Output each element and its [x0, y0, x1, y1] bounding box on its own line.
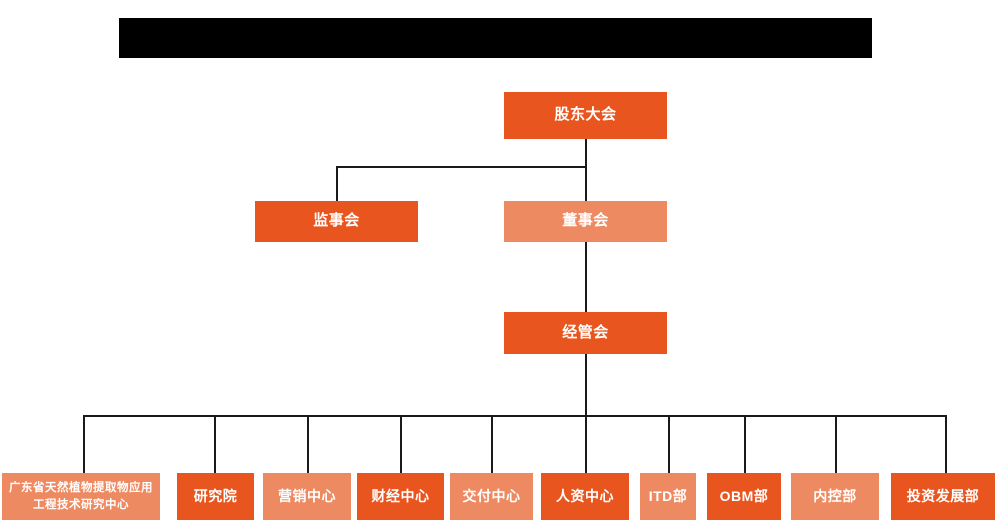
node-board-of-directors[interactable]: 董事会: [504, 201, 667, 242]
node-dept-investment-development[interactable]: 投资发展部: [891, 473, 995, 520]
connector-drop-1: [83, 415, 85, 473]
connector-drop-5: [491, 415, 493, 473]
connector-shareholders-down: [585, 139, 587, 167]
connector-directors-drop: [585, 166, 587, 201]
connector-level2-bus: [336, 166, 586, 168]
node-dept-marketing-center[interactable]: 营销中心: [263, 473, 351, 520]
connector-directors-to-management: [585, 242, 587, 312]
node-dept-gd-research-center[interactable]: 广东省天然植物提取物应用工程技术研究中心: [2, 473, 160, 520]
connector-drop-4: [400, 415, 402, 473]
node-management-committee[interactable]: 经管会: [504, 312, 667, 354]
node-shareholders-meeting[interactable]: 股东大会: [504, 92, 667, 139]
node-dept-finance-center[interactable]: 财经中心: [357, 473, 444, 520]
connector-drop-10: [945, 415, 947, 473]
node-dept-delivery-center[interactable]: 交付中心: [450, 473, 533, 520]
node-dept-itd[interactable]: ITD部: [640, 473, 696, 520]
node-dept-research-institute[interactable]: 研究院: [177, 473, 254, 520]
connector-management-to-bus: [585, 354, 587, 416]
connector-supervisors-drop: [336, 166, 338, 201]
connector-drop-7: [668, 415, 670, 473]
node-dept-obm[interactable]: OBM部: [707, 473, 781, 520]
connector-drop-9: [835, 415, 837, 473]
title-banner: [119, 18, 872, 58]
node-dept-internal-control[interactable]: 内控部: [791, 473, 879, 520]
node-dept-hr-center[interactable]: 人资中心: [541, 473, 629, 520]
node-board-of-supervisors[interactable]: 监事会: [255, 201, 418, 242]
connector-drop-2: [214, 415, 216, 473]
connector-departments-bus: [83, 415, 946, 417]
connector-drop-8: [744, 415, 746, 473]
connector-drop-3: [307, 415, 309, 473]
connector-drop-6: [585, 415, 587, 473]
